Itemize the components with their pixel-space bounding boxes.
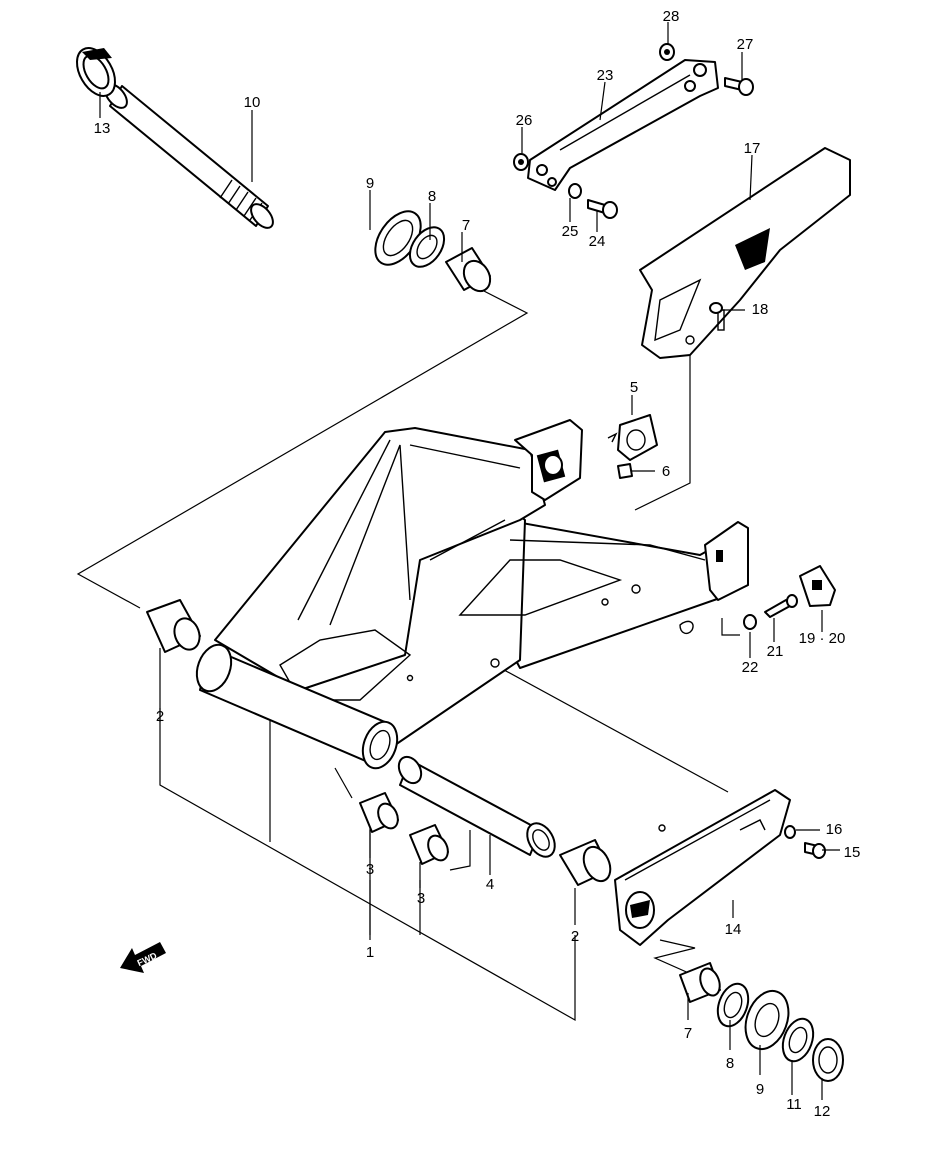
lower-bearing-stack [679,962,844,1082]
fwd-arrow-icon: FWD [120,942,166,973]
callout-7-upper: 7 [462,217,470,234]
callout-21: 21 [767,643,784,660]
callout-25: 25 [562,223,579,240]
callout-2-left: 2 [156,708,164,725]
callout-11: 11 [786,1096,802,1113]
callout-8-upper: 8 [428,188,436,205]
callout-26: 26 [516,112,533,129]
callout-3-lower: 3 [417,890,425,907]
callout-9-lower: 9 [756,1081,764,1098]
mount-plate [607,414,658,479]
callout-15: 15 [844,844,861,861]
callout-4: 4 [486,876,494,893]
callout-22: 22 [742,659,759,676]
pivot-sleeve [397,755,556,858]
callout-7-lower: 7 [684,1025,692,1042]
callout-19-20: 19 · 20 [799,630,846,647]
callout-2-right: 2 [571,928,579,945]
callout-3-upper: 3 [366,861,374,878]
callout-1: 1 [366,944,374,961]
callout-6: 6 [662,463,670,480]
callout-12: 12 [814,1103,831,1120]
callout-8-lower: 8 [726,1055,734,1072]
callout-16: 16 [826,821,843,838]
bushing-upper [359,792,399,833]
collar-lower [559,839,612,886]
callout-18: 18 [752,301,769,318]
torque-link [513,43,754,219]
callout-27: 27 [737,36,754,53]
callout-5: 5 [630,379,638,396]
callout-17: 17 [744,140,761,157]
callout-labels: 13 10 9 8 7 28 27 23 26 25 24 17 18 5 6 … [94,8,861,1120]
bushing-lower [409,824,449,865]
callout-9-upper: 9 [366,175,374,192]
callout-28: 28 [663,8,680,25]
callout-leaders [99,22,840,1100]
swingarm [195,419,749,770]
collar-left-upper [146,599,201,653]
callout-23: 23 [597,67,614,84]
callout-14: 14 [725,921,742,938]
callout-10: 10 [244,94,261,111]
adjuster-hardware [743,565,836,630]
chain-buffer [614,789,826,946]
chain-guard [639,147,851,359]
callout-24: 24 [589,233,606,250]
pivot-collar [76,47,116,97]
upper-bearing-stack [374,210,492,293]
callout-13: 13 [94,120,111,137]
